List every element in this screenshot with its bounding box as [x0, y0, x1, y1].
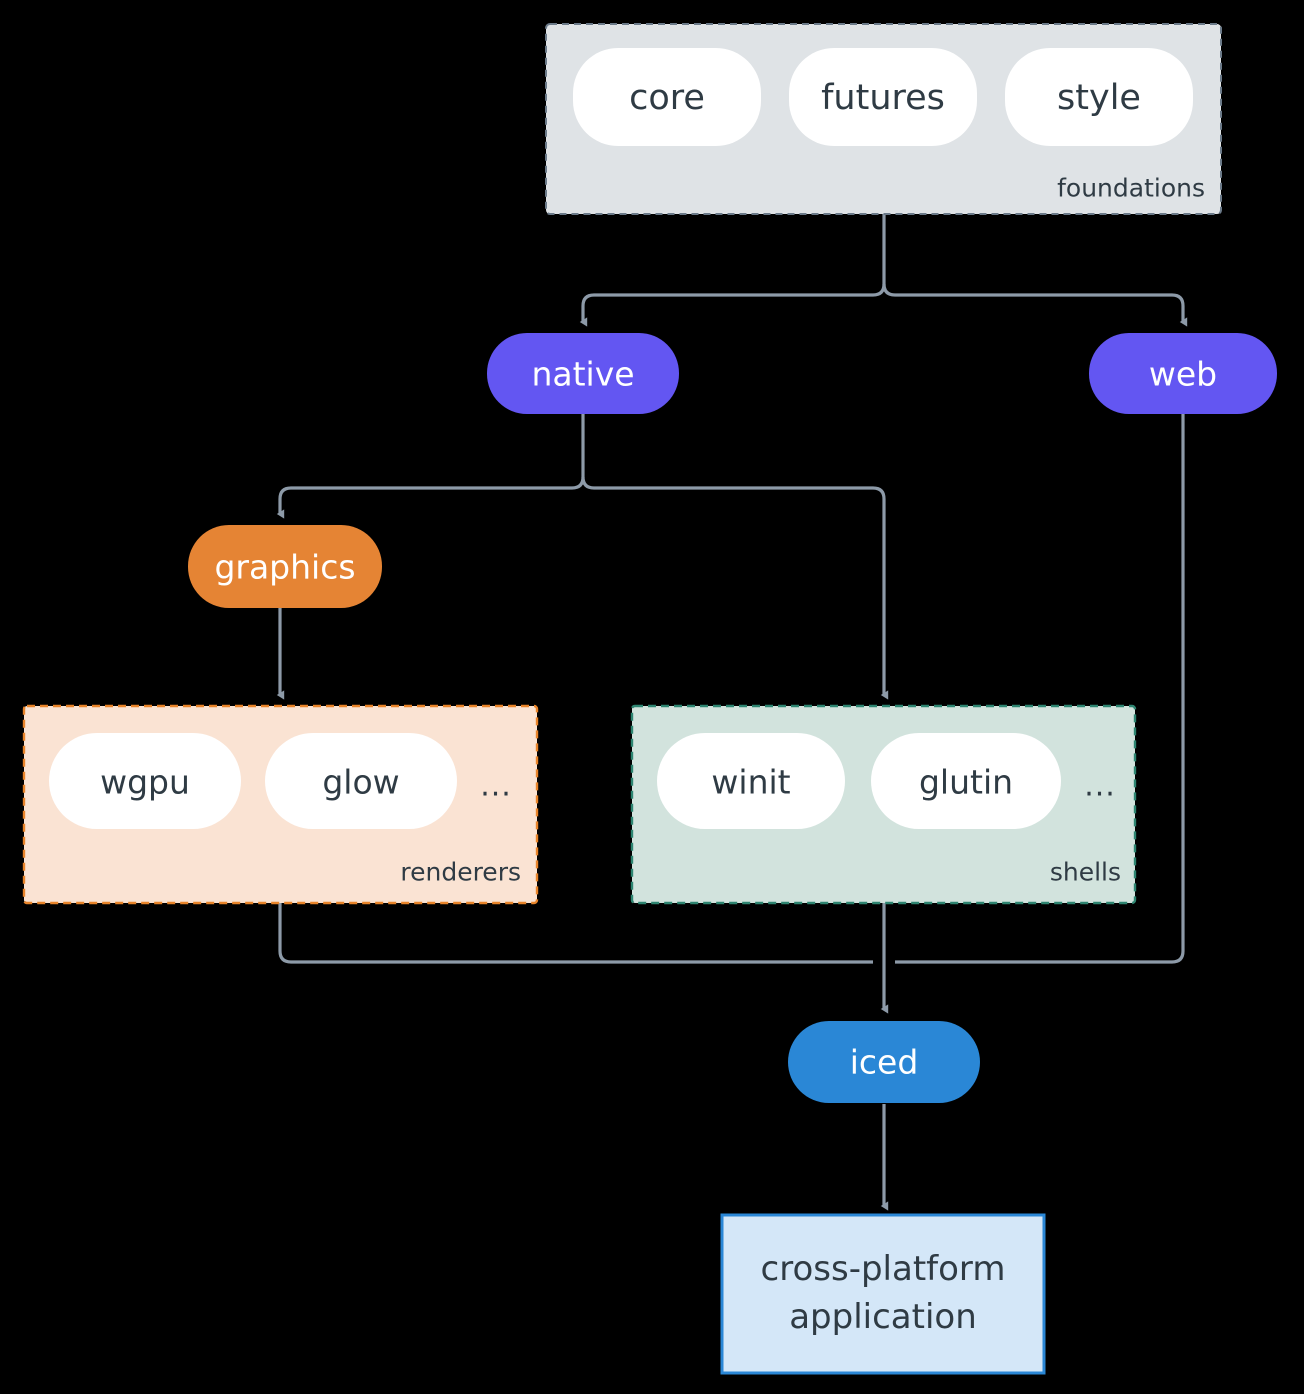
- edge-foundations-to-web: [882, 283, 1188, 327]
- group-foundations[interactable]: core futures style foundations: [545, 23, 1222, 215]
- chip-wgpu-label: wgpu: [100, 763, 190, 802]
- node-application-label-line1: cross-platform: [761, 1249, 1006, 1289]
- edge-native-to-graphics: [276, 476, 585, 519]
- chip-glow-shape: [265, 733, 457, 829]
- node-native[interactable]: native: [487, 333, 679, 414]
- chip-style[interactable]: style: [1005, 48, 1193, 146]
- node-graphics-shape: [188, 525, 382, 608]
- node-iced-shape: [788, 1021, 980, 1103]
- node-graphics-label: graphics: [214, 548, 355, 587]
- shells-overflow-ellipsis: ...: [1084, 769, 1116, 804]
- node-web-shape: [1089, 333, 1277, 414]
- node-application-label-line2: application: [789, 1297, 977, 1337]
- node-web-label: web: [1149, 355, 1217, 394]
- chip-style-label: style: [1057, 78, 1141, 118]
- chip-futures-label: futures: [821, 78, 945, 118]
- chip-futures-shape: [789, 48, 977, 146]
- group-renderers-tag: renderers: [400, 858, 521, 887]
- edge-native-to-shells: [581, 476, 889, 700]
- chip-glow-label: glow: [322, 763, 399, 802]
- node-application[interactable]: cross-platform application: [720, 1213, 1046, 1375]
- chip-wgpu-shape: [49, 733, 241, 829]
- chip-futures[interactable]: futures: [789, 48, 977, 146]
- node-iced[interactable]: iced: [788, 1021, 980, 1103]
- edge-web-to-iced: [895, 414, 1185, 964]
- chip-glutin-label: glutin: [919, 763, 1013, 802]
- chip-glutin[interactable]: glutin: [871, 733, 1061, 829]
- node-application-shape: [720, 1213, 1046, 1375]
- chip-winit-shape: [657, 733, 845, 829]
- group-renderers[interactable]: wgpu glow ... renderers: [22, 704, 539, 905]
- chip-glutin-shape: [871, 733, 1061, 829]
- chip-glow[interactable]: glow: [265, 733, 457, 829]
- chip-style-shape: [1005, 48, 1193, 146]
- chip-winit[interactable]: winit: [657, 733, 845, 829]
- group-shells[interactable]: winit glutin ... shells: [630, 704, 1137, 905]
- node-native-shape: [487, 333, 679, 414]
- edge-renderers-to-iced: [278, 903, 873, 964]
- edge-foundations-to-native: [579, 283, 886, 327]
- node-native-label: native: [531, 355, 634, 394]
- renderers-overflow-ellipsis: ...: [480, 769, 512, 804]
- node-iced-label: iced: [850, 1043, 919, 1082]
- node-web[interactable]: web: [1089, 333, 1277, 414]
- chip-wgpu[interactable]: wgpu: [49, 733, 241, 829]
- chip-core-label: core: [629, 78, 705, 118]
- chip-core-shape: [573, 48, 761, 146]
- chip-core[interactable]: core: [573, 48, 761, 146]
- group-foundations-tag: foundations: [1057, 174, 1205, 203]
- node-graphics[interactable]: graphics: [188, 525, 382, 608]
- group-shells-tag: shells: [1050, 858, 1121, 887]
- chip-winit-label: winit: [711, 763, 790, 802]
